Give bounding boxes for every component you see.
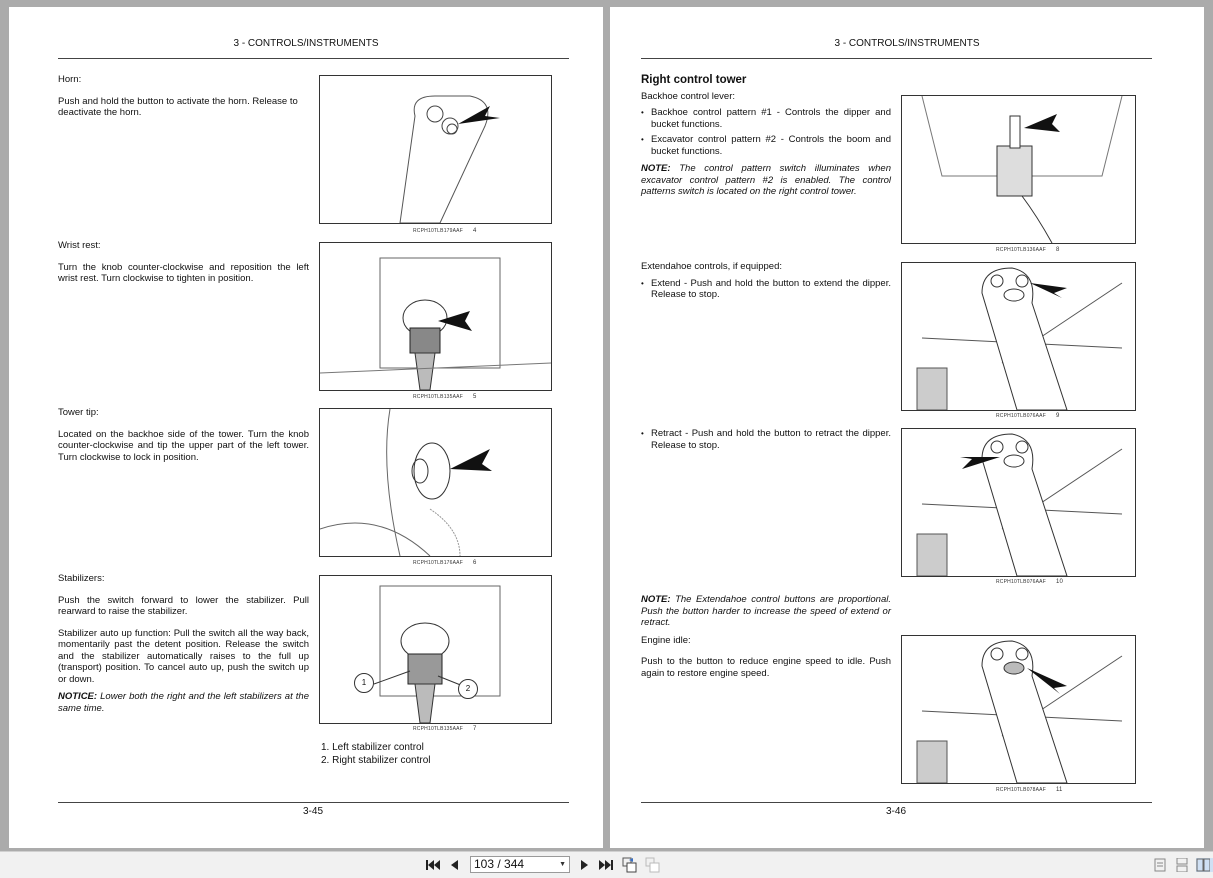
note-control-pattern: NOTE: The control pattern switch illumin…: [641, 163, 891, 198]
section-title: Right control tower: [641, 74, 747, 86]
continuous-page-icon: [1176, 857, 1188, 873]
bullet-item-retract: Retract - Push and hold the button to re…: [641, 428, 891, 451]
continuous-view-button[interactable]: [1175, 857, 1189, 873]
legend-item: 2. Right stabilizer control: [321, 755, 431, 766]
prev-page-icon: [451, 860, 458, 870]
note-text: The control pattern switch illuminates w…: [641, 163, 891, 197]
legend-item: 1. Left stabilizer control: [321, 742, 424, 753]
single-page-view-button[interactable]: [1153, 858, 1167, 872]
page-number: 3-46: [886, 806, 907, 817]
bullet-item: Backhoe control pattern #1 - Controls th…: [641, 107, 891, 130]
figure-retract-button: [901, 428, 1136, 577]
first-page-icon: [426, 860, 440, 870]
note-text: The Extendahoe control buttons are propo…: [641, 594, 891, 628]
callout-2: 2: [458, 679, 478, 699]
engine-idle-body: Push to the button to reduce engine spee…: [641, 656, 891, 679]
page-number: 3-45: [303, 806, 324, 817]
next-page-button[interactable]: [579, 857, 591, 873]
previous-view-icon: [622, 857, 637, 873]
figure-engine-idle-button: [901, 635, 1136, 784]
notice-label: NOTICE:: [58, 691, 98, 702]
extendahoe-label: Extendahoe controls, if equipped:: [641, 261, 783, 272]
callout-1: 1: [354, 673, 374, 693]
page-header: 3 - CONTROLS/INSTRUMENTS: [233, 38, 379, 49]
figure-legend: 1. Left stabilizer control 2. Right stab…: [321, 741, 551, 767]
viewer-toolbar: 103 / 344 ▼: [0, 851, 1213, 878]
two-page-view-button[interactable]: [1196, 858, 1213, 872]
figure-tower-tip: [319, 408, 552, 557]
engine-idle-section: NOTE: The Extendahoe control buttons are…: [641, 594, 891, 689]
stabilizers-body: Push the switch forward to lower the sta…: [58, 594, 309, 618]
last-page-icon: [599, 860, 613, 870]
backhoe-lever-label: Backhoe control lever:: [641, 90, 735, 102]
left-page: 3 - CONTROLS/INSTRUMENTS Horn: Push and …: [9, 7, 603, 848]
page-number-input[interactable]: 103 / 344 ▼: [470, 856, 570, 873]
tower-tip-title: Tower tip:: [58, 407, 99, 418]
note-label: NOTE:: [641, 163, 671, 174]
stabilizers-title: Stabilizers:: [58, 573, 105, 584]
notice-text: Lower both the right and the left stabil…: [58, 691, 309, 714]
last-page-button[interactable]: [598, 857, 614, 873]
engine-idle-label: Engine idle:: [641, 634, 691, 646]
right-control-tower-section: Right control tower Backhoe control leve…: [641, 74, 891, 208]
figure-extend-button: [901, 262, 1136, 411]
go-forward-view-button[interactable]: [644, 857, 662, 873]
extendahoe-section: Extendahoe controls, if equipped: Extend…: [641, 261, 891, 305]
right-page: 3 - CONTROLS/INSTRUMENTS Right control t…: [610, 7, 1204, 848]
tower-tip-section: Tower tip: Located on the backhoe side o…: [58, 407, 309, 473]
header-rule: [58, 58, 569, 59]
footer-rule: [641, 802, 1152, 803]
page-header: 3 - CONTROLS/INSTRUMENTS: [834, 38, 980, 49]
first-page-button[interactable]: [425, 857, 441, 873]
header-rule: [641, 58, 1152, 59]
wrist-rest-section: Wrist rest: Turn the knob counter-clockw…: [58, 240, 309, 295]
tower-tip-body: Located on the backhoe side of the tower…: [58, 428, 309, 463]
figure-horn-button: [319, 75, 552, 224]
next-view-icon: [645, 857, 660, 873]
figure-wrist-rest: [319, 242, 552, 391]
prev-page-button[interactable]: [448, 857, 460, 873]
figure-backhoe-lever: [901, 95, 1136, 244]
go-back-view-button[interactable]: [621, 857, 639, 873]
single-page-icon: [1154, 858, 1166, 872]
bullet-item-extend: Extend - Push and hold the button to ext…: [641, 278, 891, 301]
retract-section: Retract - Push and hold the button to re…: [641, 428, 891, 455]
bullet-item: Excavator control pattern #2 - Controls …: [641, 134, 891, 157]
two-page-icon: [1196, 858, 1211, 872]
stabilizers-notice: NOTICE: Lower both the right and the lef…: [58, 691, 309, 714]
horn-body: Push and hold the button to activate the…: [58, 95, 298, 119]
horn-title: Horn:: [58, 74, 82, 85]
page-indicator: 103 / 344: [474, 857, 525, 871]
horn-section: Horn: Push and hold the button to activa…: [58, 74, 309, 129]
next-page-icon: [581, 860, 588, 870]
note-label: NOTE:: [641, 594, 671, 605]
footer-rule: [58, 802, 569, 803]
chevron-down-icon[interactable]: ▼: [559, 861, 566, 868]
wrist-rest-title: Wrist rest:: [58, 240, 101, 251]
note-extendahoe: NOTE: The Extendahoe control buttons are…: [641, 594, 891, 629]
stabilizers-auto-up: Stabilizer auto up function: Pull the sw…: [58, 627, 309, 685]
figure-stabilizer-switches: [319, 575, 552, 724]
wrist-rest-body: Turn the knob counter-clockwise and repo…: [58, 261, 309, 285]
stabilizers-section: Stabilizers: Push the switch forward to …: [58, 573, 309, 724]
